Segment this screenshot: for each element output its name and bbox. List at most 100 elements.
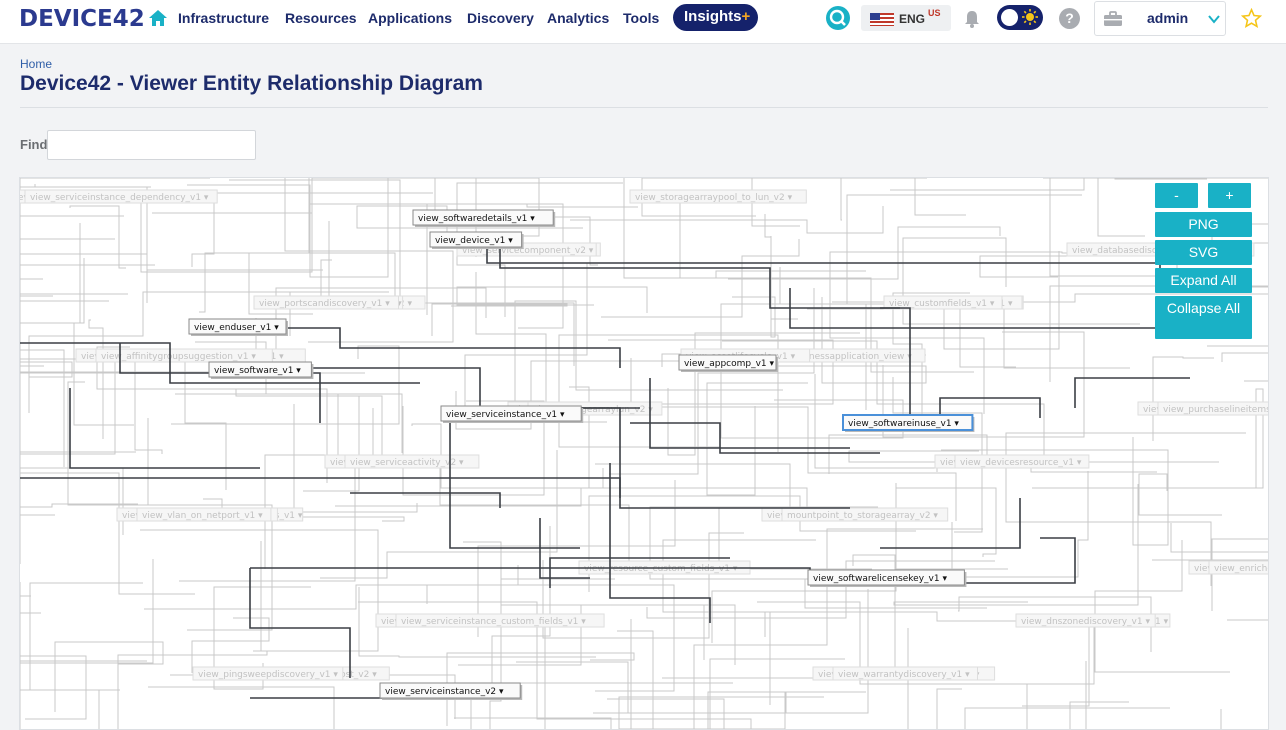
nav-discovery[interactable]: Discovery — [467, 10, 534, 26]
faded-table[interactable]: view_storagearraypool_to_lun_v2 ▾ — [629, 189, 807, 204]
insights-button[interactable]: Insights+ — [673, 4, 758, 31]
faded-connector-line — [456, 286, 648, 313]
faded-table-label: view_pingsweepdiscovery_v1 ▾ — [198, 670, 338, 680]
erd-table-view-appcomp-v1[interactable]: view_appcomp_v1 ▾ — [678, 354, 778, 372]
faded-connector-line — [893, 484, 1139, 606]
faded-table-label: view_dnszonediscovery_v1 ▾ — [1021, 617, 1150, 627]
user-menu[interactable]: admin — [1094, 1, 1226, 36]
faded-connector-line — [426, 203, 564, 329]
faded-table[interactable]: mountpoint_to_storagearray_v2 ▾ — [781, 507, 949, 522]
faded-connector-line — [840, 178, 927, 221]
faded-table[interactable]: view_devicesresource_v1 ▾ — [954, 454, 1090, 469]
erd-canvas[interactable]: view_ipaddress_custom_fields_v2 ▾view_vd… — [19, 177, 1269, 730]
home-icon[interactable] — [148, 9, 168, 27]
collapse-all-button[interactable]: Collapse All — [1155, 296, 1252, 339]
nav-infrastructure[interactable]: Infrastructure — [178, 10, 270, 26]
faded-table[interactable]: view_serviceinstance_dependency_v1 ▾ — [24, 189, 218, 204]
faded-table[interactable]: view_pingsweepdiscovery_v1 ▾ — [192, 666, 344, 681]
relationship-lines — [20, 238, 1190, 699]
faded-connector-line — [1152, 356, 1214, 441]
faded-connector-line — [67, 381, 149, 506]
faded-table[interactable]: view_portscandiscovery_v1 ▾ — [253, 295, 399, 310]
faded-connector-line — [134, 349, 170, 454]
find-input[interactable] — [47, 130, 256, 160]
png-button[interactable]: PNG — [1155, 212, 1252, 237]
relationship-line — [499, 248, 900, 309]
svg-button[interactable]: SVG — [1155, 240, 1252, 265]
faded-connector-line — [199, 252, 396, 313]
faded-connector-line — [491, 526, 733, 684]
faded-table[interactable]: view_dnszonediscovery_v1 ▾ — [1015, 613, 1156, 628]
faded-connector-line — [1138, 473, 1222, 516]
search-button[interactable] — [826, 6, 850, 30]
help-icon[interactable]: ? — [1059, 8, 1080, 29]
faded-table-box — [1015, 613, 1156, 628]
erd-table-view-softwaredetails-v1[interactable]: view_softwaredetails_v1 ▾ — [412, 209, 556, 227]
device42-logo[interactable]: DEVICE42 — [19, 6, 145, 32]
faded-table[interactable]: view_purchaselineitems_to_assets_v1 ▾ — [1157, 401, 1269, 416]
faded-table-label: view_serviceinstance_custom_fields_v1 ▾ — [401, 617, 586, 627]
faded-connector-line — [896, 487, 997, 557]
relationship-line — [550, 407, 850, 509]
nav-applications[interactable]: Applications — [368, 10, 453, 26]
nav-analytics[interactable]: Analytics — [547, 10, 610, 26]
faded-table[interactable]: view_serviceinstance_custom_fields_v1 ▾ — [395, 613, 605, 628]
faded-connector-line — [558, 334, 779, 452]
faded-connector-line — [892, 377, 983, 533]
faded-table[interactable]: view_affinitygroupsuggestion_v1 ▾ — [95, 348, 273, 363]
breadcrumb-home[interactable]: Home — [20, 57, 53, 71]
faded-connector-line — [979, 255, 1178, 278]
star-icon[interactable] — [1241, 8, 1262, 29]
faded-table[interactable]: view_enrichdata_v2 ▾ — [1208, 560, 1269, 575]
faded-table[interactable]: view_warrantydiscovery_v1 ▾ — [832, 666, 978, 681]
erd-table-view-softwareinuse-v1[interactable]: view_softwareinuse_v1 ▾ — [842, 414, 975, 432]
faded-connector-line — [618, 696, 824, 729]
nav-resources[interactable]: Resources — [285, 10, 357, 26]
faded-connectors — [20, 178, 1268, 729]
expand-all-button[interactable]: Expand All — [1155, 268, 1252, 293]
faded-table[interactable]: view_vlan_on_netport_v1 ▾ — [136, 507, 272, 522]
faded-table-box — [629, 189, 807, 204]
faded-connector-line — [489, 578, 615, 729]
faded-connector-line — [179, 408, 374, 582]
erd-svg[interactable]: view_ipaddress_custom_fields_v2 ▾view_vd… — [20, 178, 1269, 730]
nav-tools[interactable]: Tools — [623, 10, 660, 26]
table-label: view_softwarelicensekey_v1 ▾ — [813, 574, 947, 584]
erd-table-view-enduser-v1[interactable]: view_enduser_v1 ▾ — [188, 318, 288, 336]
language-selector[interactable]: ENG US — [861, 5, 951, 31]
erd-table-view-serviceinstance-v1[interactable]: view_serviceinstance_v1 ▾ — [440, 405, 584, 423]
faded-connector-line — [764, 611, 1153, 637]
erd-table-view-software-v1[interactable]: view_software_v1 ▾ — [208, 361, 314, 379]
faded-connector-line — [20, 595, 31, 729]
briefcase-icon — [1104, 11, 1122, 26]
faded-connector-line — [144, 565, 519, 610]
bell-icon[interactable] — [962, 9, 982, 29]
faded-connector-line — [187, 178, 389, 278]
faded-table-box — [1208, 560, 1268, 575]
insights-plus: + — [741, 8, 751, 25]
faded-connector-line — [1032, 388, 1264, 489]
faded-connector-line — [20, 503, 138, 532]
theme-toggle[interactable] — [997, 5, 1043, 30]
zoom-in-button[interactable]: + — [1208, 183, 1251, 208]
faded-table[interactable]: view_customfields_v1 ▾ — [883, 295, 1003, 310]
faded-connector-line — [20, 241, 132, 374]
faded-connector-line — [720, 369, 904, 439]
relationship-line — [69, 388, 260, 469]
faded-connector-line — [73, 258, 134, 426]
username: admin — [1147, 10, 1189, 26]
relationship-line — [649, 378, 850, 449]
table-label: view_enduser_v1 ▾ — [194, 323, 279, 333]
erd-table-view-device-v1[interactable]: view_device_v1 ▾ — [429, 231, 524, 249]
faded-table-box — [253, 295, 399, 310]
erd-table-view-softwarelicensekey-v1[interactable]: view_softwarelicensekey_v1 ▾ — [807, 569, 967, 587]
faded-connector-line — [54, 641, 164, 712]
erd-table-view-serviceinstance-v2[interactable]: view_serviceinstance_v2 ▾ — [379, 682, 523, 700]
zoom-out-button[interactable]: - — [1155, 183, 1198, 208]
table-box — [440, 405, 582, 422]
faded-table[interactable]: view_serviceactivity_v2 ▾ — [344, 454, 480, 469]
faded-connector-line — [720, 194, 1082, 368]
faded-connector-line — [542, 532, 744, 639]
chevron-down-icon — [1208, 15, 1220, 24]
faded-connector-line — [191, 617, 270, 673]
